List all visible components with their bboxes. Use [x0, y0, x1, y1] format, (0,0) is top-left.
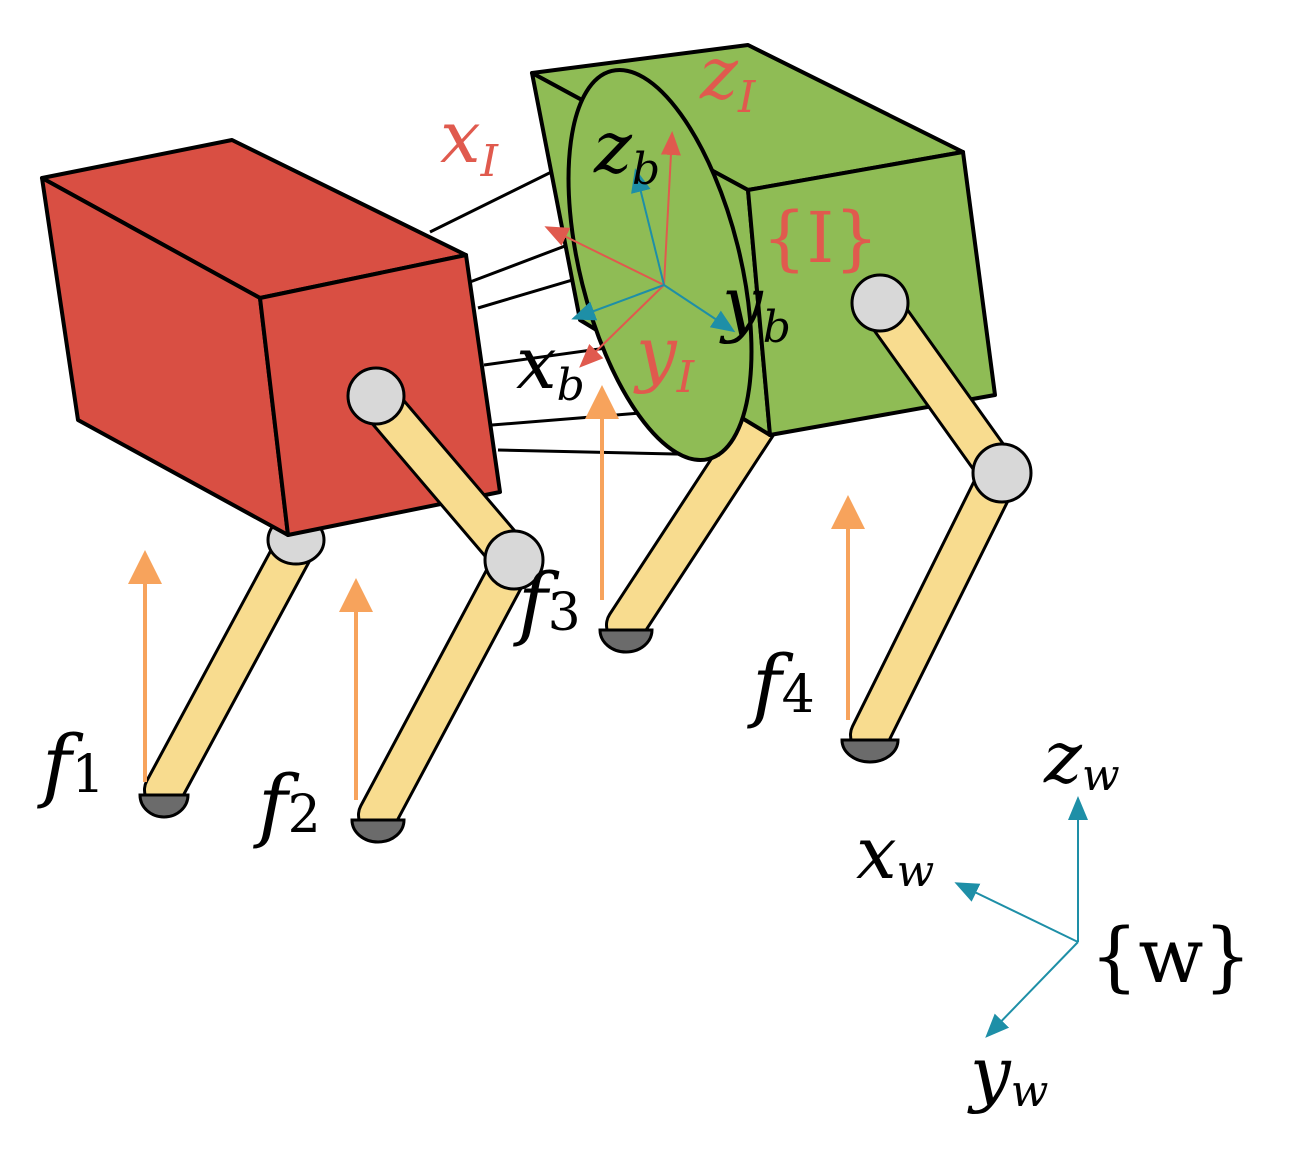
frame-w-axes — [954, 796, 1088, 1038]
label-y-b: yb — [719, 261, 791, 353]
label-z-I: zI — [699, 31, 757, 123]
label-f4: f4 — [747, 638, 815, 731]
foot-3 — [598, 628, 654, 654]
label-x-w: xw — [856, 811, 934, 897]
axis-z-b — [631, 168, 665, 286]
label-f1: f1 — [37, 718, 105, 811]
leg-2 — [346, 366, 545, 844]
force-arrows — [128, 385, 865, 800]
label-y-I: yI — [633, 311, 696, 403]
label-x-I: xI — [440, 95, 500, 187]
foot-2 — [350, 818, 406, 844]
leg-3 — [598, 399, 781, 654]
knee-joint-2 — [483, 529, 545, 591]
axis-x-b — [571, 284, 665, 321]
label-x-b: xb — [516, 321, 585, 411]
foot-4 — [840, 738, 900, 764]
label-z-b: zb — [593, 105, 660, 195]
knee-joint-4 — [971, 442, 1033, 504]
axis-z-I — [660, 131, 681, 286]
hip-joint-4 — [850, 273, 910, 333]
frame-I-axes — [544, 131, 681, 368]
label-f2: f2 — [253, 758, 321, 851]
label-z-w: zw — [1043, 715, 1120, 801]
axis-y-b — [663, 284, 736, 333]
axis-x-w — [954, 882, 1079, 943]
label-f3: f3 — [513, 556, 581, 649]
hip-joint-2 — [346, 366, 406, 426]
foot-1 — [138, 793, 190, 819]
label-frame-w: {w} — [1090, 911, 1252, 1000]
frame-b-axes — [571, 168, 736, 333]
label-y-w: yw — [967, 1031, 1048, 1117]
axis-y-w — [985, 941, 1079, 1038]
axis-y-I — [579, 284, 665, 368]
axis-x-I — [544, 226, 665, 286]
label-frame-I: {I} — [762, 197, 879, 279]
leg-4 — [840, 273, 1033, 764]
leg-1 — [138, 514, 326, 819]
